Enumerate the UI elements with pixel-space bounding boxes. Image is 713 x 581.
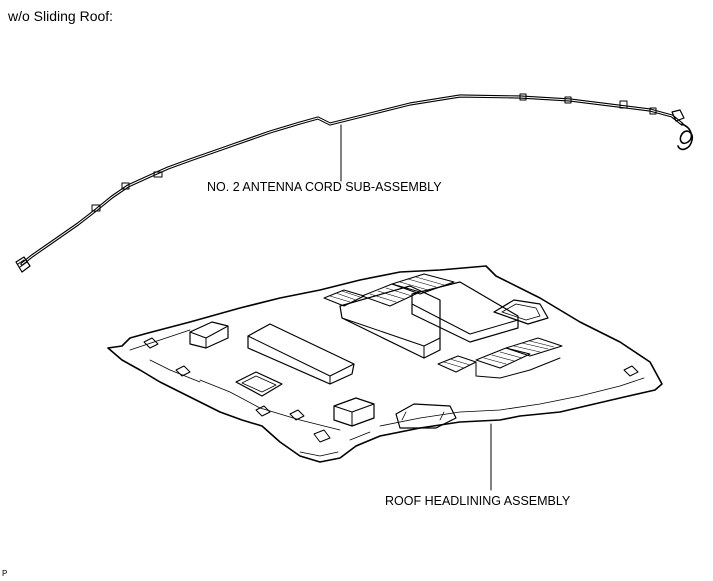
antenna-cord-sub-assembly [15, 93, 694, 273]
diagram-heading: w/o Sliding Roof: [8, 8, 114, 24]
right-connector [671, 109, 694, 151]
foam-pads [323, 273, 563, 379]
left-connector [15, 256, 31, 273]
label-roof-headlining: ROOF HEADLINING ASSEMBLY [385, 494, 571, 508]
corner-mark: P [2, 569, 8, 578]
roof-headlining-assembly [107, 265, 663, 463]
label-antenna-cord: NO. 2 ANTENNA CORD SUB-ASSEMBLY [207, 180, 442, 194]
